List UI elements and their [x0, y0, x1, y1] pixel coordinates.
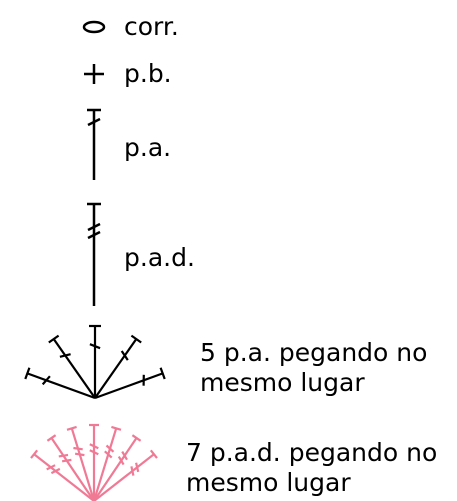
seven-tr-shell-label-line2: mesmo lugar [186, 468, 351, 497]
five-dc-shell-label: 5 p.a. pegando no mesmo lugar [200, 338, 427, 398]
single-crochet-label: p.b. [124, 59, 172, 88]
fan-7-stitch-icon [30, 423, 158, 501]
oval-icon [82, 20, 106, 34]
fan-5-stitch-icon [24, 324, 166, 400]
plus-icon [84, 64, 104, 84]
two-bar-stitch-icon [87, 202, 101, 306]
five-dc-shell-label-line2: mesmo lugar [200, 368, 365, 397]
seven-tr-shell-label-line1: 7 p.a.d. pegando no [186, 438, 438, 467]
one-bar-stitch-icon [87, 108, 101, 180]
seven-tr-shell-label: 7 p.a.d. pegando no mesmo lugar [186, 438, 437, 498]
double-crochet-label: p.a. [124, 133, 172, 162]
chain-label: corr. [124, 12, 179, 41]
five-dc-shell-label-line1: 5 p.a. pegando no [200, 338, 428, 367]
treble-crochet-label: p.a.d. [124, 243, 195, 272]
